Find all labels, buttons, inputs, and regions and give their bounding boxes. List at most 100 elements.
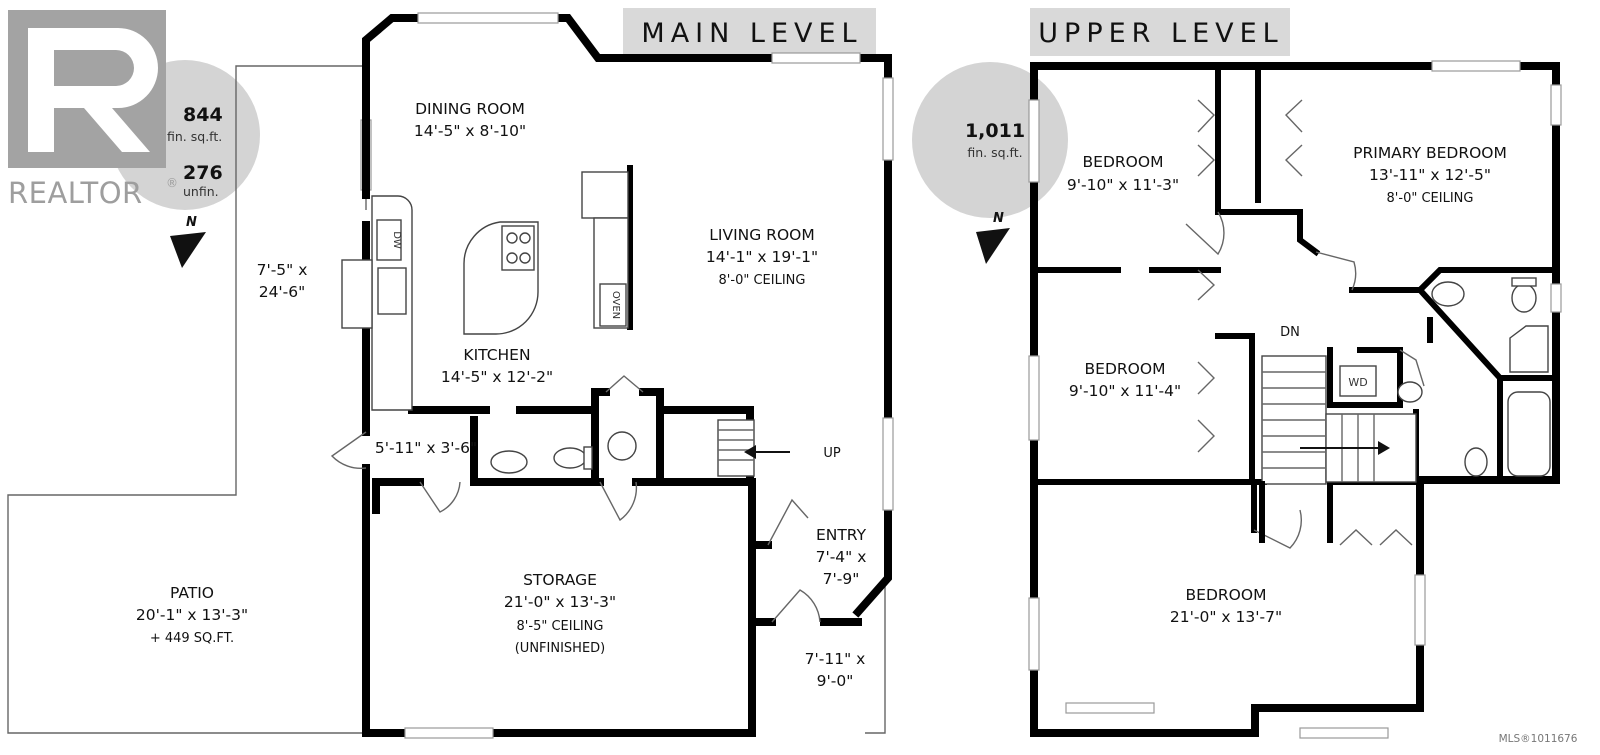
entry-name: ENTRY	[816, 526, 867, 544]
window	[1431, 60, 1521, 72]
window	[1028, 355, 1040, 441]
oven-icon	[599, 283, 627, 327]
main-level-plan: DW OVEN	[7, 12, 894, 739]
door-swing	[1253, 509, 1303, 549]
closet-door	[767, 498, 809, 546]
sink-icon	[1431, 281, 1465, 307]
bedroom-s-name: BEDROOM	[1186, 586, 1267, 604]
upper-level-area-badge: 1,011 fin. sq.ft. N	[912, 62, 1068, 264]
window	[1065, 702, 1155, 714]
upper-finished-unit: fin. sq.ft.	[967, 145, 1022, 160]
sink-bay	[341, 259, 373, 329]
bedroom-s-size: 21'-0" x 13'-7"	[1170, 608, 1282, 626]
window	[1550, 84, 1562, 126]
upper-stairs	[1259, 355, 1417, 543]
patio-outline	[7, 65, 362, 734]
main-unfinished-sqft: 276	[183, 162, 223, 184]
kitchen-size: 14'-5" x 12'-2"	[441, 368, 553, 386]
door-swing	[1315, 251, 1357, 291]
washer-dryer-icon	[1339, 365, 1377, 397]
window	[882, 417, 894, 511]
toilet-icon	[1464, 447, 1488, 477]
window	[404, 727, 494, 739]
main-unfinished-unit: unfin.	[183, 184, 219, 199]
entry-size-2: 7'-9"	[823, 570, 860, 588]
bedroom-w-name: BEDROOM	[1085, 360, 1166, 378]
window	[1299, 727, 1389, 739]
main-area-badge: 844 fin. sq.ft. 276 unfin. N	[167, 104, 223, 268]
living-room-size: 14'-1" x 19'-1"	[706, 248, 818, 266]
toilet-icon	[553, 447, 587, 469]
door-swing	[605, 375, 644, 393]
patio-name: PATIO	[170, 584, 214, 602]
door-swing	[419, 481, 461, 513]
shower-icon	[1509, 325, 1549, 373]
bedroom-w-size: 9'-10" x 11'-4"	[1069, 382, 1181, 400]
entry-size-1: 7'-4" x	[816, 548, 867, 566]
main-level-title: MAIN LEVEL	[641, 18, 862, 49]
dishwasher-icon	[376, 219, 402, 261]
window	[417, 12, 559, 24]
upper-north-label: N	[993, 211, 1004, 226]
sink-icon	[377, 267, 407, 315]
upper-finished-sqft: 1,011	[965, 120, 1025, 142]
door-swing	[1399, 349, 1425, 387]
primary-bedroom-size: 13'-11" x 12'-5"	[1369, 166, 1491, 184]
oven-label: OVEN	[610, 291, 621, 319]
kitchen-name: KITCHEN	[463, 346, 530, 364]
realtor-logo: REALTOR ®	[8, 10, 260, 210]
mls-number: MLS®1011676	[1499, 733, 1578, 745]
patio-note: + 449 SQ.FT.	[150, 631, 234, 646]
window	[1028, 597, 1040, 671]
up-arrow-icon	[744, 445, 756, 459]
storage-ceiling: 8'-5" CEILING	[517, 619, 604, 634]
window	[1028, 99, 1040, 183]
storage-size: 21'-0" x 13'-3"	[504, 593, 616, 611]
dining-room-size: 14'-5" x 8'-10"	[414, 122, 526, 140]
storage-note: (UNFINISHED)	[515, 641, 606, 656]
north-arrow-icon	[976, 228, 1010, 264]
porch-size-2: 9'-0"	[817, 672, 854, 690]
bathtub-icon	[1507, 391, 1551, 477]
door-swing	[599, 481, 638, 522]
window	[882, 77, 894, 161]
primary-bedroom-name: PRIMARY BEDROOM	[1353, 144, 1507, 162]
down-arrow-icon	[1378, 441, 1390, 455]
door-swing	[1185, 211, 1225, 256]
upper-level-title: UPPER LEVEL	[1038, 18, 1283, 49]
north-arrow-icon	[170, 232, 206, 268]
sink-icon	[1397, 381, 1423, 403]
main-north-label: N	[186, 215, 197, 230]
cooktop-icon	[501, 225, 535, 271]
main-stair-label: UP	[823, 446, 841, 461]
window	[771, 52, 861, 64]
door-swing	[330, 431, 367, 470]
living-room-ceiling: 8'-0" CEILING	[719, 273, 806, 288]
main-finished-unit: fin. sq.ft.	[167, 129, 222, 144]
door-swing	[771, 589, 821, 623]
living-room-name: LIVING ROOM	[709, 226, 814, 244]
realtor-wordmark: REALTOR	[8, 176, 143, 210]
upper-stair-label: DN	[1280, 325, 1300, 340]
patio-size: 20'-1" x 13'-3"	[136, 606, 248, 624]
bedroom-nw-name: BEDROOM	[1083, 153, 1164, 171]
upper-level-plan: WD BEDROOM 9'-10" x 11'-3" PRIMARY BEDRO…	[1028, 60, 1562, 739]
side-yard-size-2: 24'-6"	[259, 283, 306, 301]
dishwasher-label: DW	[391, 231, 402, 249]
bedroom-nw-size: 9'-10" x 11'-3"	[1067, 176, 1179, 194]
window	[1550, 283, 1562, 313]
side-yard-size-1: 7'-5" x	[257, 261, 308, 279]
sink-icon	[607, 431, 637, 461]
toilet-icon	[1511, 283, 1537, 313]
closet-size: 5'-11" x 3'-6"	[375, 439, 477, 457]
main-level-banner: MAIN LEVEL	[623, 8, 876, 56]
upper-level-banner: UPPER LEVEL	[1030, 8, 1290, 56]
washer-dryer-label: WD	[1348, 376, 1367, 389]
registered-mark: ®	[166, 176, 178, 190]
sink-icon	[490, 450, 528, 474]
main-finished-sqft: 844	[183, 104, 223, 126]
dining-room-name: DINING ROOM	[415, 100, 525, 118]
primary-bedroom-ceiling: 8'-0" CEILING	[1387, 191, 1474, 206]
storage-name: STORAGE	[523, 571, 597, 589]
